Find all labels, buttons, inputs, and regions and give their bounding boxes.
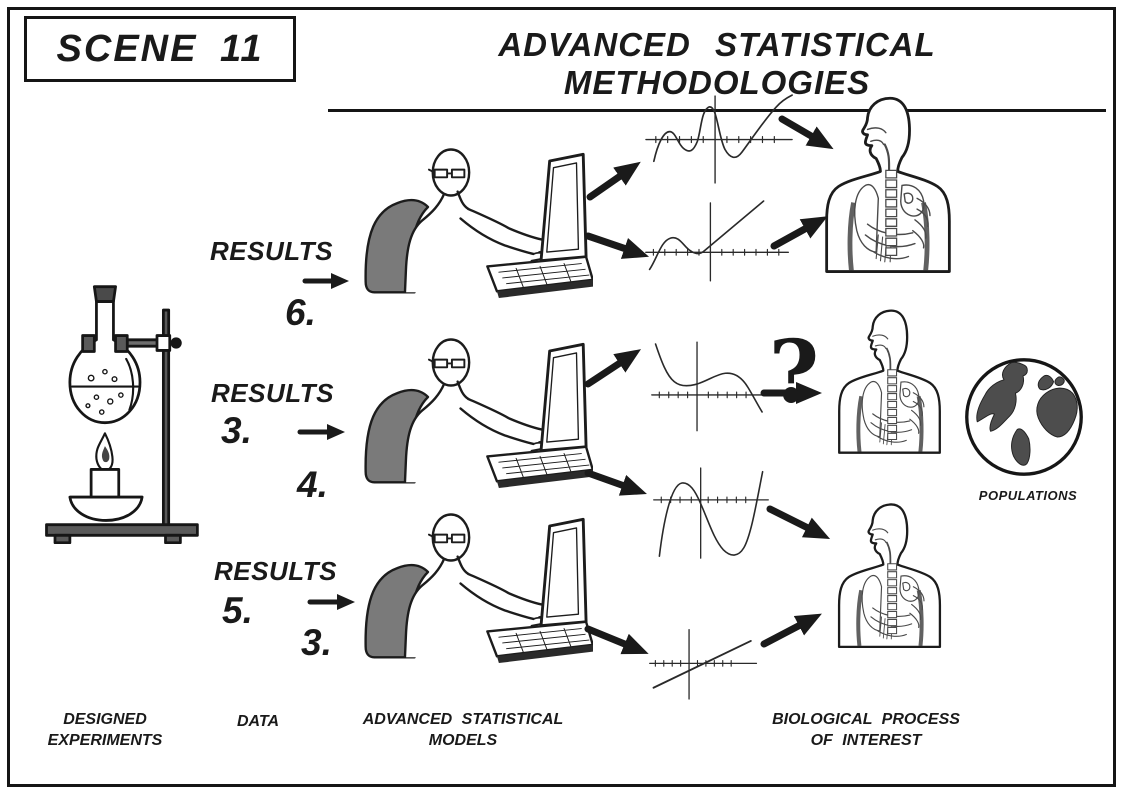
human-torso-anatomy-icon-2	[832, 308, 947, 458]
human-torso-anatomy-icon-1	[818, 95, 958, 278]
results-label-3: RESULTS	[214, 556, 337, 586]
results-count-2a: 3.	[221, 410, 252, 451]
label-advanced-statistical-models: ADVANCED STATISTICAL MODELS	[362, 711, 564, 749]
linear-fit-plot-icon	[649, 629, 758, 700]
label-data: DATA	[236, 713, 280, 730]
statistician-at-laptop-icon-3	[353, 503, 593, 664]
results-count-3a: 5.	[222, 590, 253, 631]
results-count-2b: 4.	[297, 464, 328, 505]
outer-border	[7, 7, 1116, 787]
human-torso-anatomy-icon-3	[832, 501, 947, 653]
lab-flask-stand-icon	[45, 285, 199, 544]
cubic-oscillation-fit-plot-icon	[653, 467, 769, 559]
label-designed-experiments: DESIGNED EXPERIMENTS	[47, 711, 163, 749]
scene-label: SCENE 11	[56, 27, 264, 70]
results-count-1: 6.	[285, 292, 316, 333]
label-biological-process: BIOLOGICAL PROCESS OF INTEREST	[772, 711, 960, 749]
scene-number-box: SCENE 11	[24, 16, 296, 82]
results-label-1: RESULTS	[210, 236, 333, 266]
question-mark: ?	[768, 322, 820, 423]
hump-then-linear-fit-plot-icon	[645, 200, 789, 282]
results-count-3b: 3.	[301, 622, 332, 663]
page-title: ADVANCED STATISTICAL METHODOLOGIES	[328, 26, 1106, 112]
statistician-at-laptop-icon-2	[353, 328, 593, 489]
cubic-decreasing-fit-plot-icon	[651, 341, 776, 432]
results-label-2: RESULTS	[211, 378, 334, 408]
statistician-at-laptop-icon-1	[353, 138, 593, 299]
label-populations: POPULATIONS	[978, 488, 1078, 503]
earth-globe-icon	[965, 358, 1083, 476]
oscillating-polynomial-fit-plot-icon	[645, 94, 793, 184]
